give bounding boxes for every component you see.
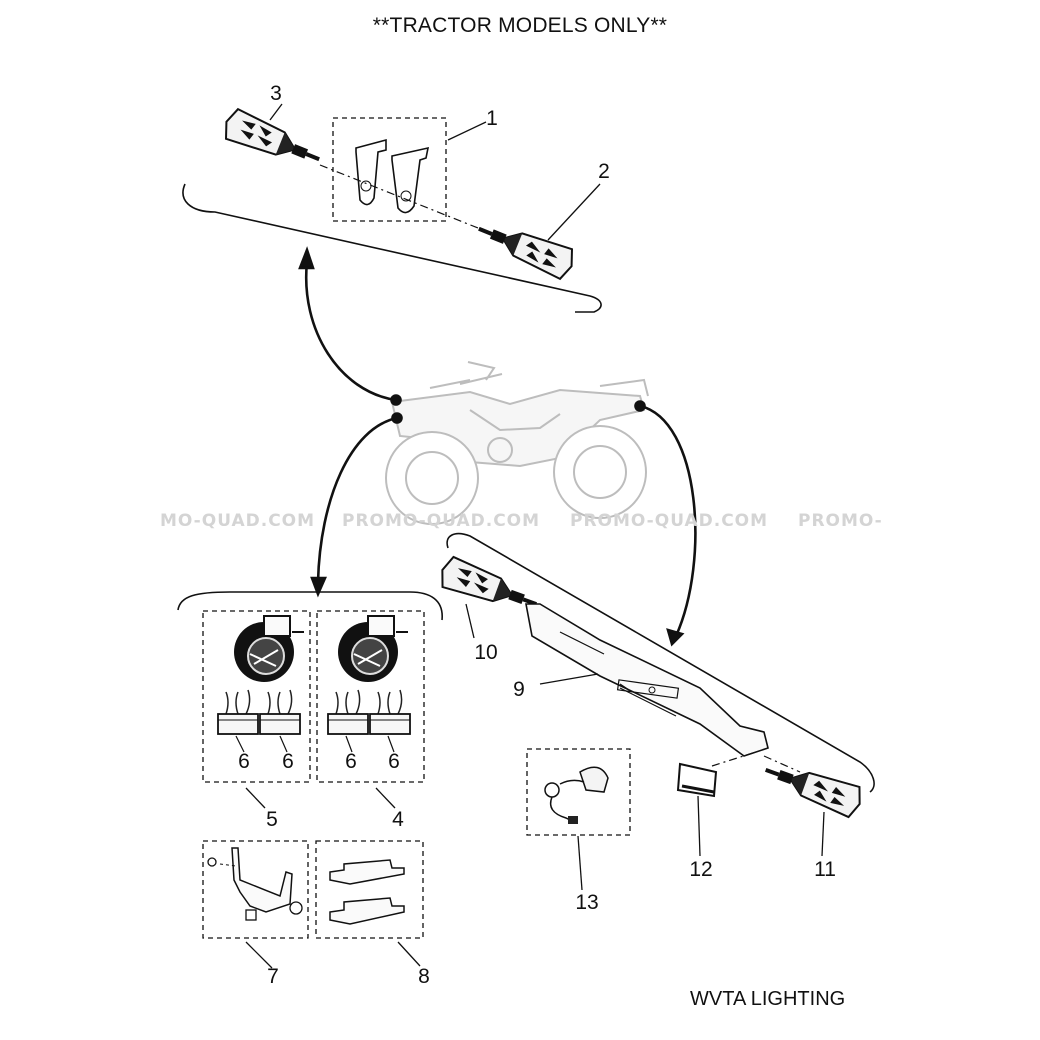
callout-6c: 6 <box>345 750 357 773</box>
callout-2: 2 <box>598 160 610 183</box>
indicator-2 <box>470 211 580 284</box>
callout-10: 10 <box>474 641 498 664</box>
bracket-box-1 <box>332 117 447 222</box>
callout-6a: 6 <box>238 750 250 773</box>
work-lamp-group <box>177 591 443 969</box>
diagram-caption: WVTA LIGHTING <box>690 988 846 1010</box>
junction-box-kit-8 <box>315 840 424 939</box>
watermark-text: PROMO- <box>798 511 883 531</box>
callout-3: 3 <box>270 82 282 105</box>
page-title: **TRACTOR MODELS ONLY** <box>372 14 668 37</box>
lamp-kit-box-5 <box>202 610 311 783</box>
callout-6d: 6 <box>388 750 400 773</box>
connector-arrows <box>298 246 697 647</box>
led-module-6d <box>369 689 411 735</box>
callout-5: 5 <box>266 808 278 831</box>
callout-12: 12 <box>689 858 713 881</box>
group-bracket-rear <box>446 532 875 793</box>
callout-7: 7 <box>267 965 279 988</box>
front-indicator-group <box>182 103 602 313</box>
atv-outline <box>385 361 649 525</box>
rear-bar-group <box>434 532 875 891</box>
indicator-10 <box>434 552 544 622</box>
bracket-left <box>355 138 387 206</box>
plate-light-box-13 <box>526 748 631 836</box>
lamp-4 <box>337 615 409 683</box>
callout-11: 11 <box>814 858 836 881</box>
assembly-axis-1 <box>319 164 479 229</box>
callout-1: 1 <box>486 107 498 130</box>
led-module-6b <box>259 689 301 735</box>
bracket-right <box>391 146 430 214</box>
watermark-text: MO-QUAD.COM <box>160 511 316 531</box>
lamp-5 <box>233 615 305 683</box>
callout-13: 13 <box>575 891 599 914</box>
callout-4: 4 <box>392 808 404 831</box>
mounting-bar-9 <box>525 603 769 757</box>
group-bracket-top <box>182 183 602 313</box>
bracket-kit-box-7 <box>202 840 309 939</box>
lamp-kit-box-4 <box>316 610 425 783</box>
group-bracket-lamps <box>177 591 443 621</box>
callout-6b: 6 <box>282 750 294 773</box>
callout-9: 9 <box>513 678 525 701</box>
watermark-text: PROMO-QUAD.COM <box>342 511 541 531</box>
indicator-11 <box>758 752 868 822</box>
callout-8: 8 <box>418 965 430 988</box>
led-module-6a <box>217 689 259 735</box>
watermark-text: PROMO-QUAD.COM <box>570 511 769 531</box>
led-module-6c <box>327 689 369 735</box>
